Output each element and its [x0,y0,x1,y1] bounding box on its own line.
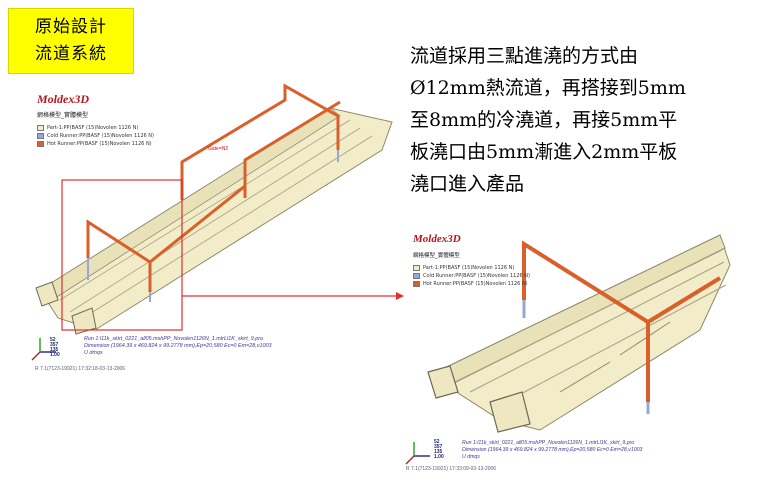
description-line: 板澆口由5mm漸進入2mm平板 [410,141,678,163]
legend-label: Hot Runner:PP(BASF (15)Novolen 1126 N) [47,141,152,147]
legend-entry: Hot Runner:PP(BASF (15)Novolen 1126 N) [37,140,154,148]
right-part-end-cap [489,391,531,433]
left-part-rib [79,135,373,321]
legend-swatch-cold [413,273,420,279]
left-axis-z [31,351,41,361]
legend-entry: Cold Runner:PP(BASF (15)Novolen 1126 N) [413,272,530,280]
zoom-arrow-head [396,292,404,300]
slide-title-box: 原始設計 流道系統 [8,8,134,74]
left-legend: Part-1:PP(BASF (15)Novolen 1126 N) Cold … [37,124,154,148]
left-info-block: Run 1:l11k_skirt_0221_all05.mshPP_Novole… [84,336,271,357]
description-line: Ø12mm熱流道，再搭接到5mm [410,77,686,99]
slide-title-line1: 原始設計 [35,17,107,37]
info-line: Run 1:l11k_skirt_0221_all05.mshPP_Novole… [462,440,635,446]
left-moldex-logo: Moldex3D [37,92,89,106]
description-text: 流道採用三點進澆的方式由 Ø12mm熱流道，再搭接到5mm 至8mm的冷澆道，再… [410,40,765,200]
right-axis-z [405,455,415,465]
info-line: U dmqs [462,454,480,460]
left-part-end-cap [35,281,59,307]
left-hot-runner [86,100,341,264]
right-legend: Part-1:PP(BASF (15)Novolen 1126 N) Cold … [413,264,530,288]
right-part-rib [469,261,725,393]
legend-swatch-part [37,125,44,131]
description-line: 澆口進入產品 [410,173,525,195]
scale-number: 135 [50,347,59,353]
left-part-rib [59,119,351,301]
info-line: Dimension (1964.39 x 469.824 x 99.2778 m… [84,343,272,349]
right-part-rib [454,249,723,383]
legend-label: Hot Runner:PP(BASF (15)Novolen 1126 N) [423,281,528,287]
legend-label: Part-1:PP(BASF (15)Novolen 1126 N) [423,265,515,271]
info-line: U dmqs [84,350,103,356]
scale-number: 135 [434,449,443,455]
scale-number: 52 [434,439,440,445]
right-info-block: Run 1:l11k_skirt_0221_all05.mshPP_Novole… [462,440,642,461]
scale-number: 357 [50,342,59,348]
left-footer: R 7.1(7123-19921) 17:32:18-03-13-2006 [35,366,126,372]
legend-entry: Part-1:PP(BASF (15)Novolen 1126 N) [37,124,154,132]
right-hot-runner [646,276,722,324]
right-part-rib [499,284,727,406]
legend-swatch-part [413,265,420,271]
legend-swatch-cold [37,133,44,139]
description-line: 流道採用三點進澆的方式由 [410,45,639,67]
zoom-highlight-box [61,179,183,331]
left-hot-runner [180,83,340,200]
description-line: 至8mm的冷澆道，再接5mm平 [410,109,678,131]
slide-title-line2: 流道系統 [35,44,107,64]
legend-label: Cold Runner:PP(BASF (15)Novolen 1126 N) [423,273,530,279]
left-part-rib [69,127,361,313]
legend-swatch-hot [37,141,44,147]
scale-number: 1.00 [50,352,60,358]
right-part-end-cap [427,365,459,399]
legend-swatch-hot [413,281,420,287]
right-footer: R 7.1(7123-19921) 17:33:09-03-13-2006 [406,466,497,472]
right-view-subtitle: 網格模型_實體模型 [413,253,460,259]
left-part-end-cap [71,307,97,335]
right-moldex-logo: Moldex3D [413,233,461,245]
right-hot-runner [522,240,650,402]
info-line: Dimension (1964.39 x 469.824 x 99.2778 m… [462,447,643,453]
scale-number: 357 [434,444,443,450]
left-view-subtitle: 網格模型_實體模型 [37,112,89,119]
info-line: Run 1:l11k_skirt_0221_all05.mshPP_Novole… [84,336,263,342]
left-gate-label: Gate=N2 [208,146,229,152]
right-part-slot [559,361,611,393]
legend-label: Cold Runner:PP(BASF (15)Novolen 1126 N) [47,133,154,139]
right-scale-numbers: 52 357 135 1.00 [434,440,444,460]
left-scale-numbers: 52 357 135 1.00 [50,338,60,358]
right-part-slot [619,321,671,356]
legend-entry: Part-1:PP(BASF (15)Novolen 1126 N) [413,264,530,272]
legend-entry: Cold Runner:PP(BASF (15)Novolen 1126 N) [37,132,154,140]
scale-number: 52 [50,337,56,343]
legend-label: Part-1:PP(BASF (15)Novolen 1126 N) [47,125,139,131]
legend-entry: Hot Runner:PP(BASF (15)Novolen 1126 N) [413,280,530,288]
scale-number: 1.00 [434,454,444,460]
